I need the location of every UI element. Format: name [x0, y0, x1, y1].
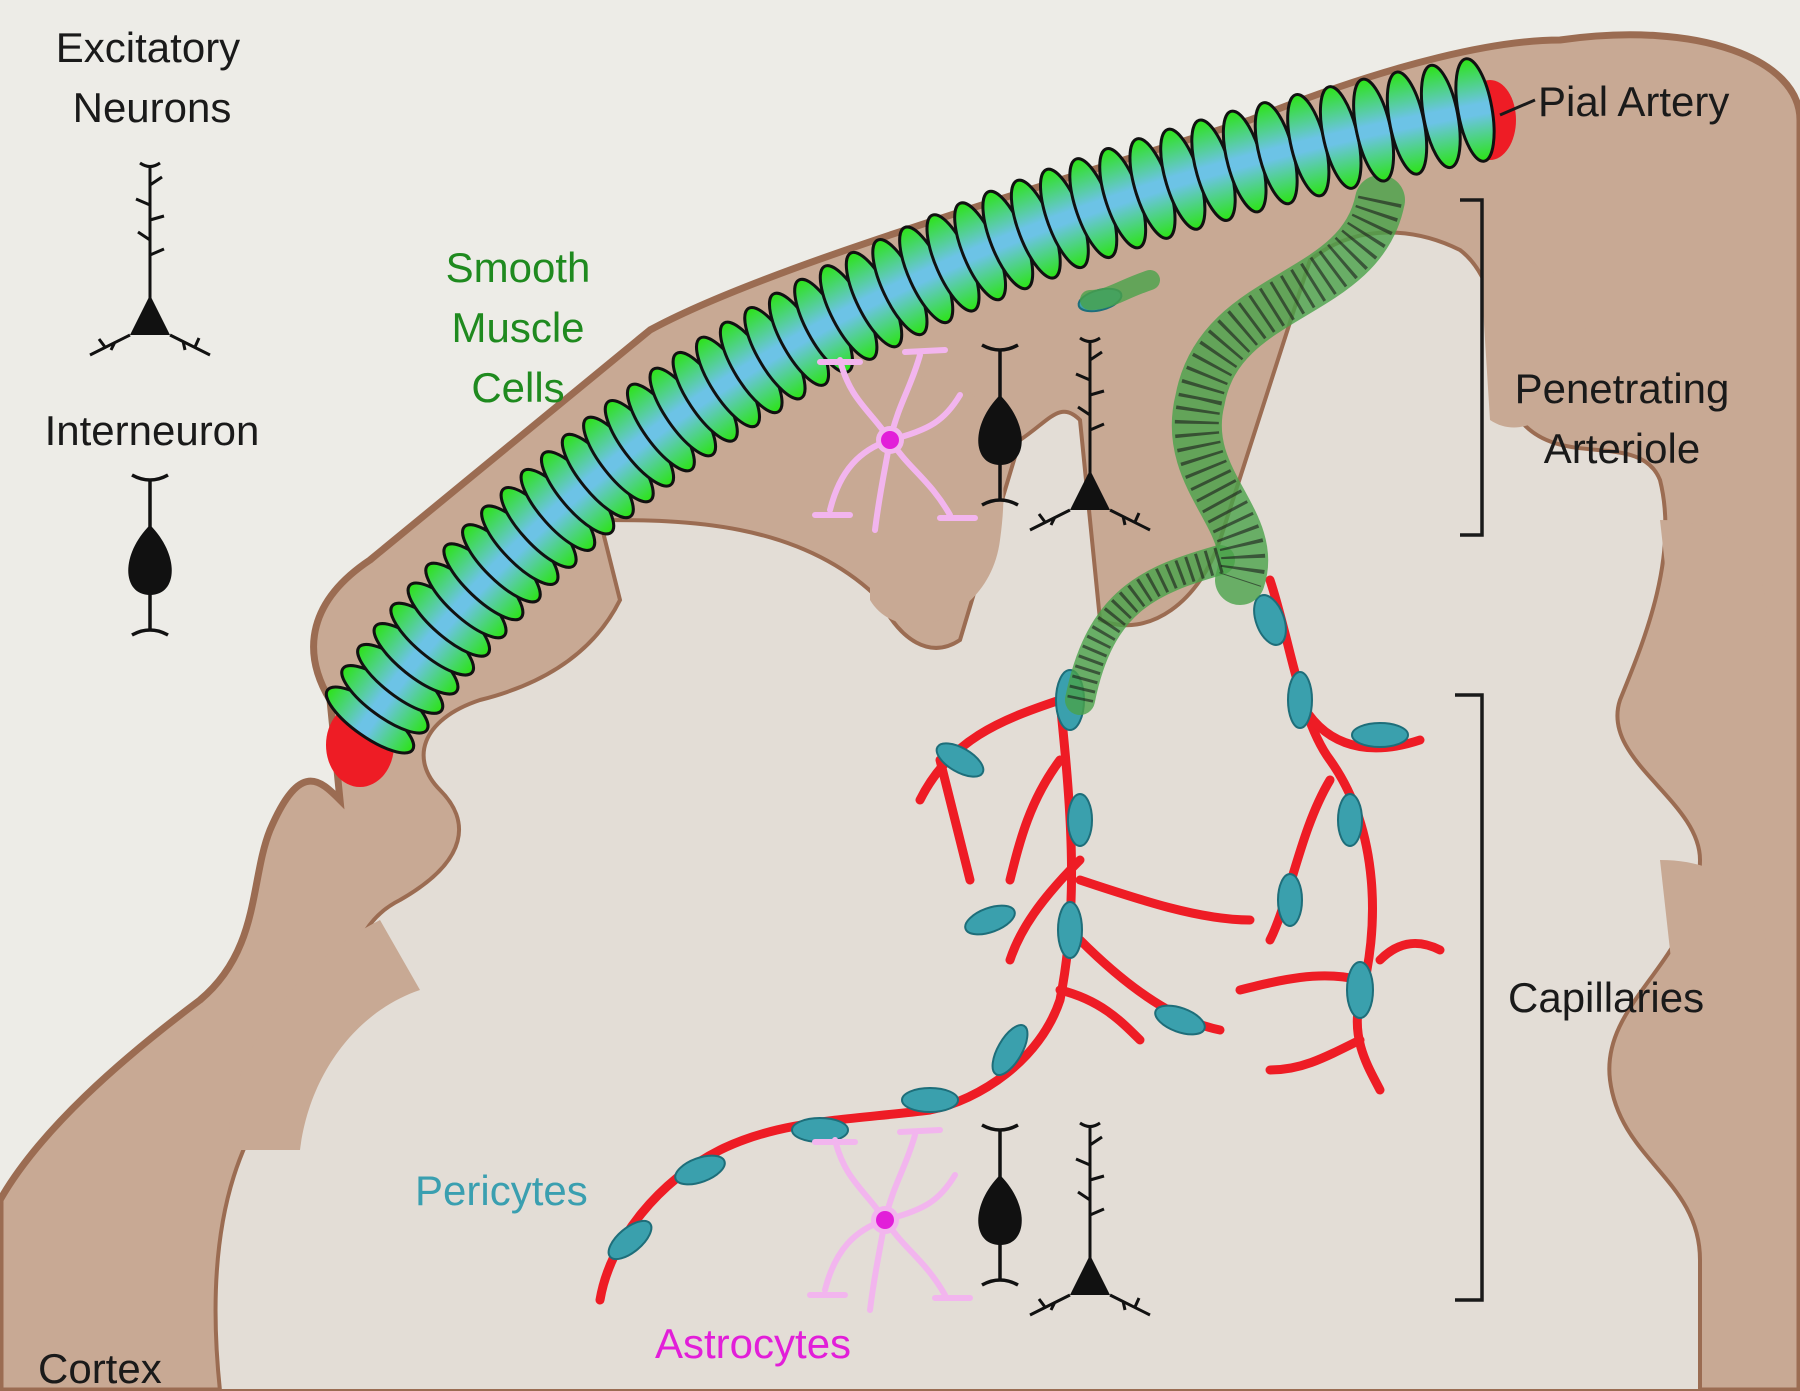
- pericyte-icon: [991, 1024, 1029, 1076]
- pericyte-icon: [674, 1154, 726, 1186]
- label-cortex: Cortex: [38, 1345, 162, 1391]
- pial-artery-pointer: [1499, 98, 1536, 117]
- label-excitatory: Excitatory: [56, 24, 240, 71]
- label-muscle: Muscle: [451, 304, 584, 351]
- penetrating-arteriole-bracket: [1460, 198, 1484, 537]
- pericyte-icon: [1346, 961, 1374, 1019]
- penetrating-arteriole: [1065, 175, 1405, 715]
- pericyte-icon: [935, 742, 985, 778]
- pericyte-icon: [791, 1117, 849, 1143]
- pericyte-icon: [1337, 793, 1363, 847]
- pericyte-icon: [901, 1087, 959, 1113]
- smooth-muscle-ring-icon: [1454, 57, 1496, 163]
- label-interneuron: Interneuron: [45, 407, 260, 454]
- smooth-muscle-cells: [324, 57, 1496, 755]
- pericyte-icon: [1154, 1004, 1206, 1036]
- label-arteriole: Arteriole: [1544, 425, 1700, 472]
- pericyte-icon: [1277, 873, 1303, 927]
- label-penetrating: Penetrating: [1515, 365, 1730, 412]
- capillaries-bracket: [1455, 693, 1484, 1302]
- pericyte-icon: [607, 1219, 653, 1261]
- pericyte-icon: [1067, 793, 1093, 847]
- label-smooth: Smooth: [446, 244, 591, 291]
- pericyte-icon: [1057, 901, 1083, 959]
- label-pial-artery: Pial Artery: [1538, 78, 1729, 125]
- label-capillaries: Capillaries: [1508, 974, 1704, 1021]
- white-matter: [213, 230, 1703, 1391]
- pyramidal-neuron-icon: [88, 161, 212, 357]
- label-neurons: Neurons: [73, 84, 232, 131]
- pericyte-icon: [1253, 594, 1287, 646]
- label-cells: Cells: [471, 364, 564, 411]
- label-pericytes: Pericytes: [415, 1167, 588, 1214]
- interneuron-icon: [126, 473, 174, 637]
- label-astrocytes: Astrocytes: [655, 1320, 851, 1367]
- pericyte-icon: [1287, 671, 1313, 729]
- pericyte-icon: [1351, 722, 1409, 748]
- pericyte-icon: [964, 904, 1016, 936]
